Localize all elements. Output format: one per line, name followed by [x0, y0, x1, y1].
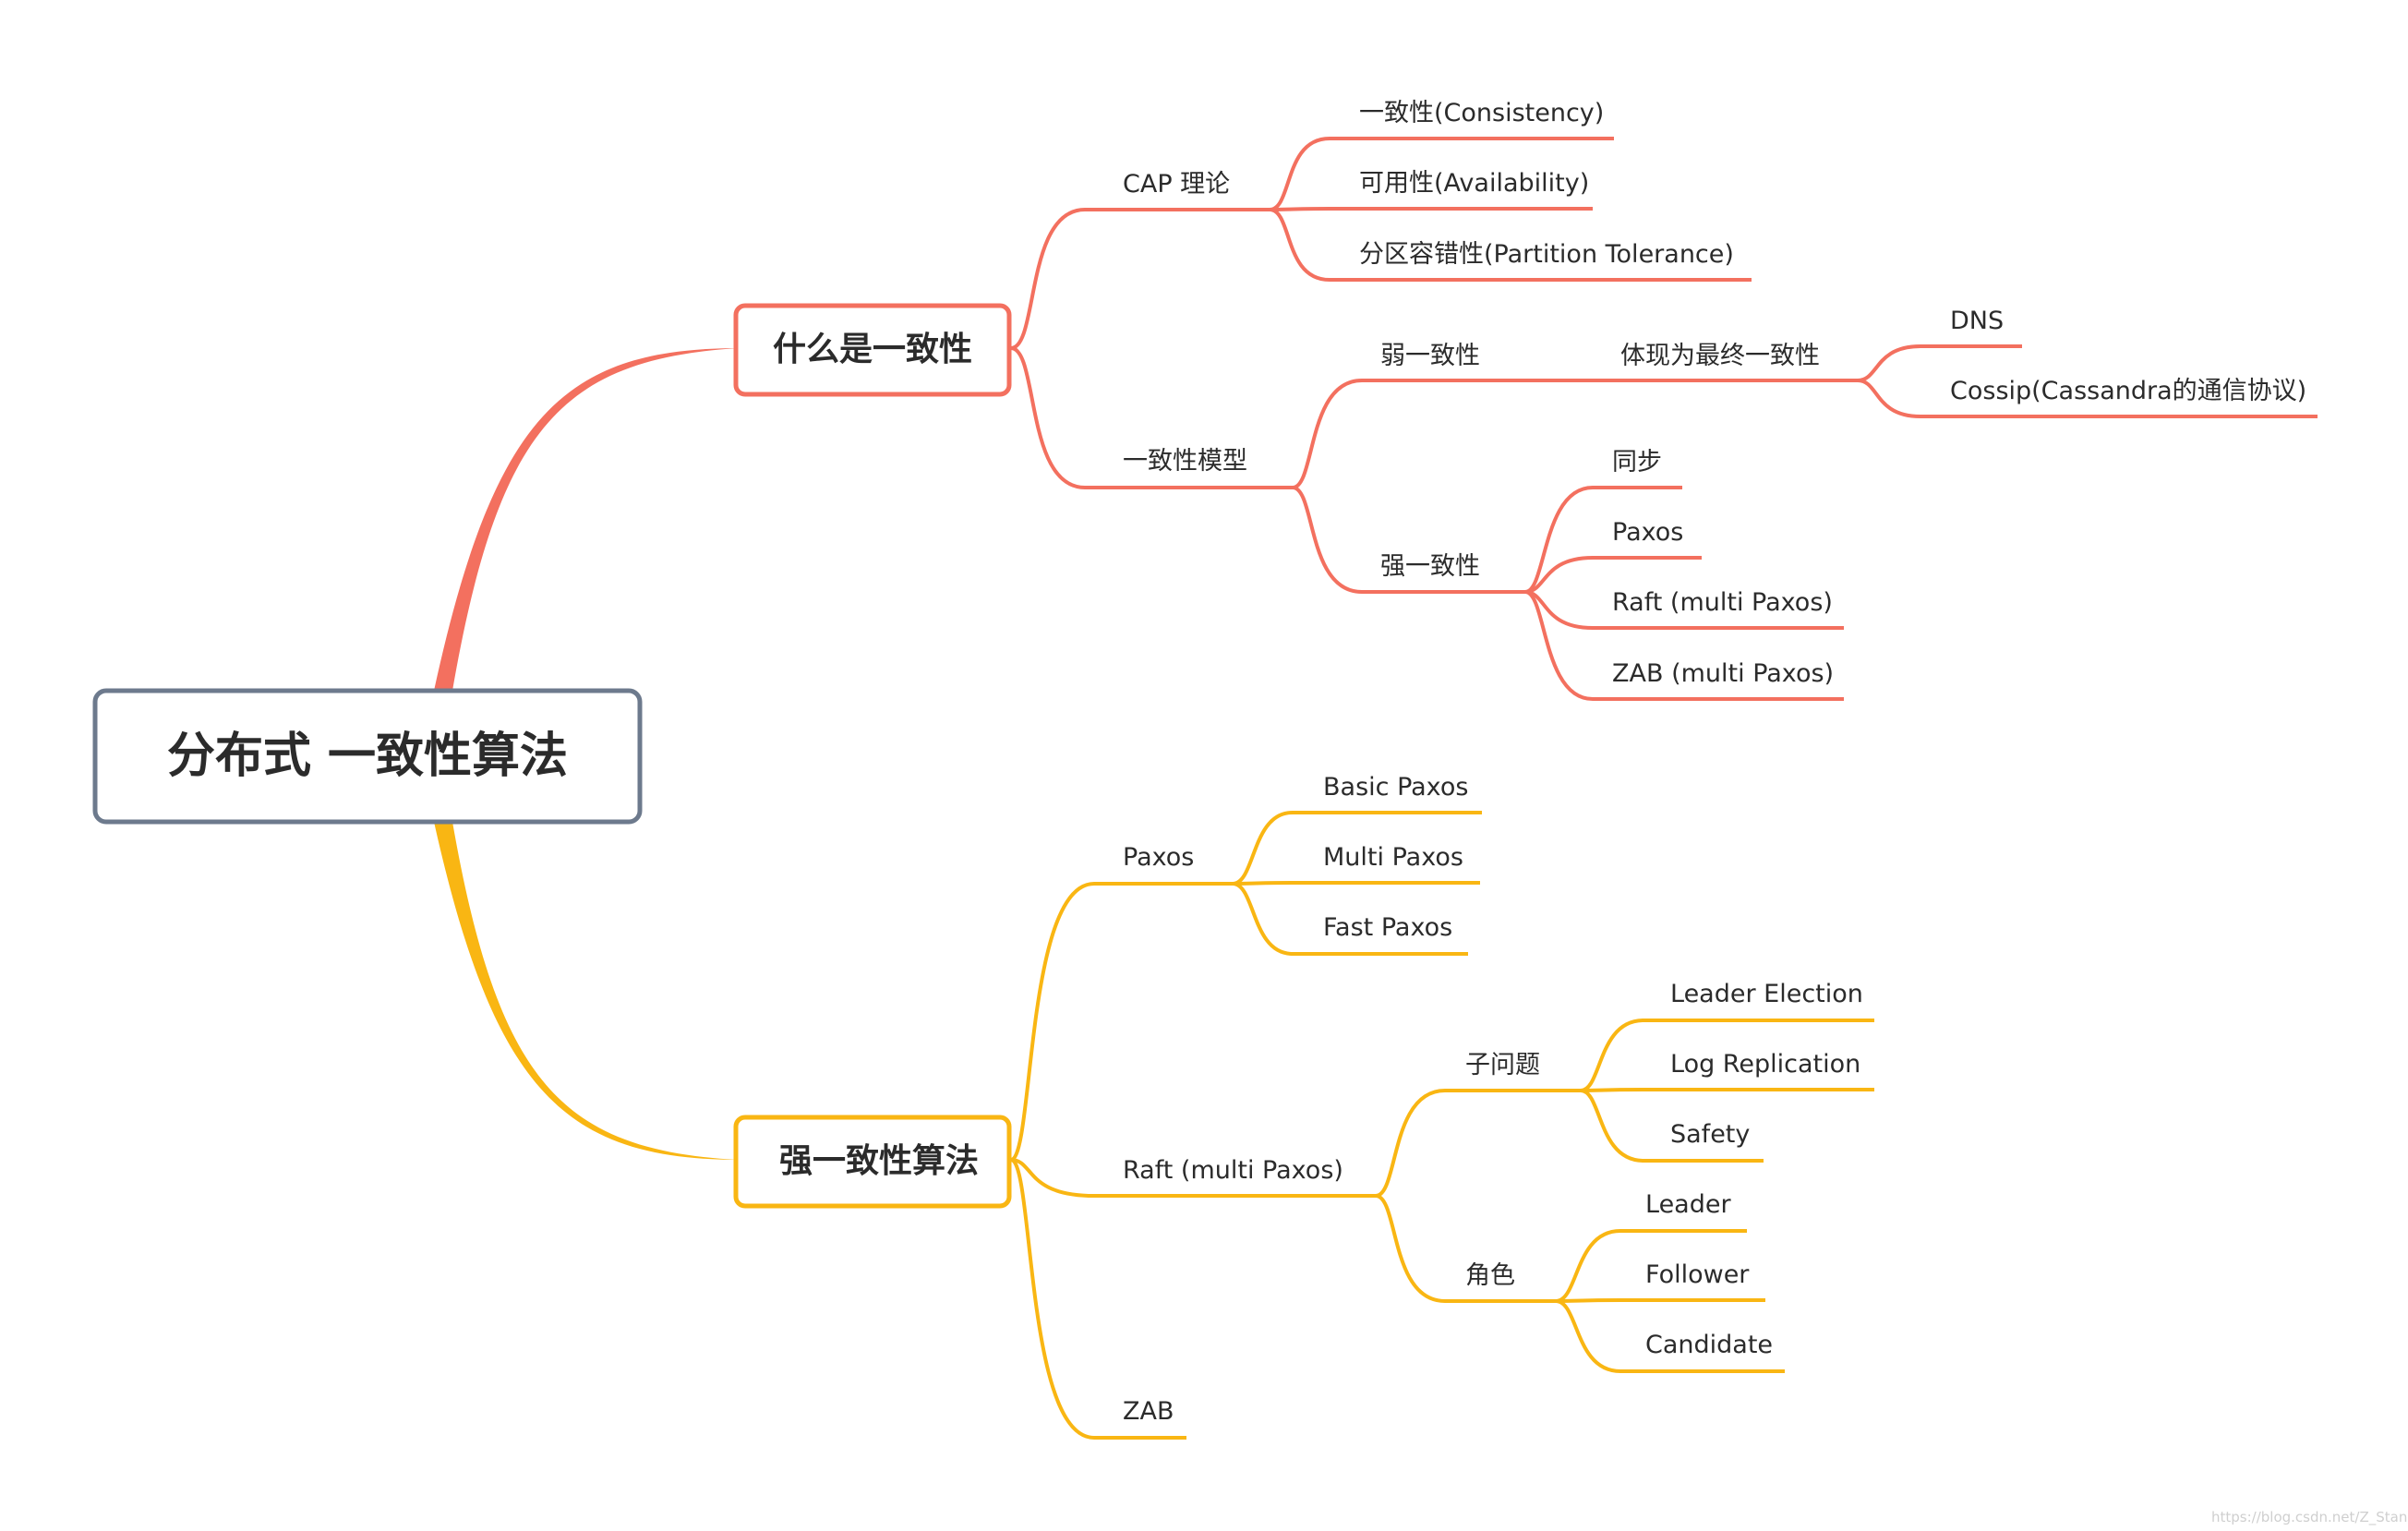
leader-label[interactable]: Leader: [1645, 1190, 1731, 1219]
cap-label[interactable]: CAP 理论: [1123, 170, 1230, 199]
zab-s-label[interactable]: ZAB (multi Paxos): [1612, 659, 1834, 688]
zab-label[interactable]: ZAB: [1123, 1397, 1174, 1426]
underline-leader: [1555, 1229, 1747, 1303]
underline-gossip: [1857, 379, 2318, 418]
eventual-label[interactable]: 体现为最终一致性: [1620, 342, 1820, 370]
connector-branch2-zab: [1010, 1158, 1186, 1440]
connector-branch2-raft: [1010, 1158, 1376, 1198]
log-replication-label[interactable]: Log Replication: [1670, 1050, 1860, 1079]
connector-branch2-paxos: [1010, 882, 1237, 1162]
subproblems-label[interactable]: 子问题: [1465, 1051, 1540, 1079]
branch2-label: 强一致性算法: [779, 1142, 979, 1180]
partition-label[interactable]: 分区容错性(Partition Tolerance): [1359, 240, 1734, 269]
underline-partition: [1269, 208, 1752, 282]
underline-leader-election: [1580, 1019, 1874, 1092]
connector-root-branch1: [434, 348, 737, 691]
underline-basic-paxos: [1232, 811, 1482, 886]
underline-multi-paxos: [1232, 881, 1480, 886]
strong-label[interactable]: 强一致性: [1380, 552, 1480, 581]
underline-safety: [1580, 1089, 1764, 1163]
sync-label[interactable]: 同步: [1612, 448, 1662, 476]
paxos-s-label[interactable]: Paxos: [1612, 518, 1683, 547]
underline-paxos-s: [1524, 556, 1702, 594]
underline-sync: [1524, 486, 1682, 594]
models-label[interactable]: 一致性模型: [1123, 447, 1247, 476]
safety-label[interactable]: Safety: [1670, 1120, 1750, 1149]
leader-election-label[interactable]: Leader Election: [1670, 980, 1863, 1008]
connector-root-branch2: [434, 822, 737, 1160]
connector-branch1-cap: [1010, 208, 1279, 350]
follower-label[interactable]: Follower: [1645, 1260, 1750, 1289]
raft-s-label[interactable]: Raft (multi Paxos): [1612, 588, 1833, 617]
underline-log-replication: [1580, 1088, 1874, 1092]
underline-fast-paxos: [1232, 882, 1468, 956]
weak-label[interactable]: 弱一致性: [1380, 342, 1480, 370]
connector-branch1-models: [1010, 346, 1293, 489]
underline-follower: [1555, 1298, 1765, 1303]
root-node[interactable]: [92, 688, 643, 825]
roles-label[interactable]: 角色: [1465, 1261, 1515, 1290]
connector-weak: [1292, 379, 1607, 489]
multi-paxos-label[interactable]: Multi Paxos: [1323, 843, 1463, 872]
branch1-node[interactable]: [733, 303, 1012, 397]
raft-label[interactable]: Raft (multi Paxos): [1123, 1156, 1343, 1185]
dns-label[interactable]: DNS: [1950, 307, 2004, 335]
underline-dns: [1857, 344, 2022, 382]
basic-paxos-label[interactable]: Basic Paxos: [1323, 773, 1468, 802]
underline-consistency: [1269, 137, 1614, 211]
root-label: 分布式 一致性算法: [167, 729, 568, 784]
candidate-label[interactable]: Candidate: [1645, 1331, 1773, 1359]
branch2-node[interactable]: [733, 1115, 1012, 1209]
watermark: https://blog.csdn.net/Z_Stand: [2211, 1509, 2408, 1526]
connector-roles: [1375, 1194, 1559, 1303]
connector-subproblems: [1375, 1089, 1583, 1198]
branch1-label: 什么是一致性: [773, 331, 972, 368]
availability-label[interactable]: 可用性(Availability): [1359, 169, 1589, 198]
connector-strong: [1292, 486, 1525, 594]
consistency-label[interactable]: 一致性(Consistency): [1359, 99, 1604, 127]
underline-availability: [1269, 207, 1593, 211]
underline-candidate: [1555, 1299, 1785, 1373]
underline-zab-s: [1524, 590, 1844, 701]
paxos-label[interactable]: Paxos: [1123, 843, 1194, 872]
fast-paxos-label[interactable]: Fast Paxos: [1323, 913, 1452, 942]
gossip-label[interactable]: Cossip(Cassandra的通信协议): [1950, 377, 2306, 405]
